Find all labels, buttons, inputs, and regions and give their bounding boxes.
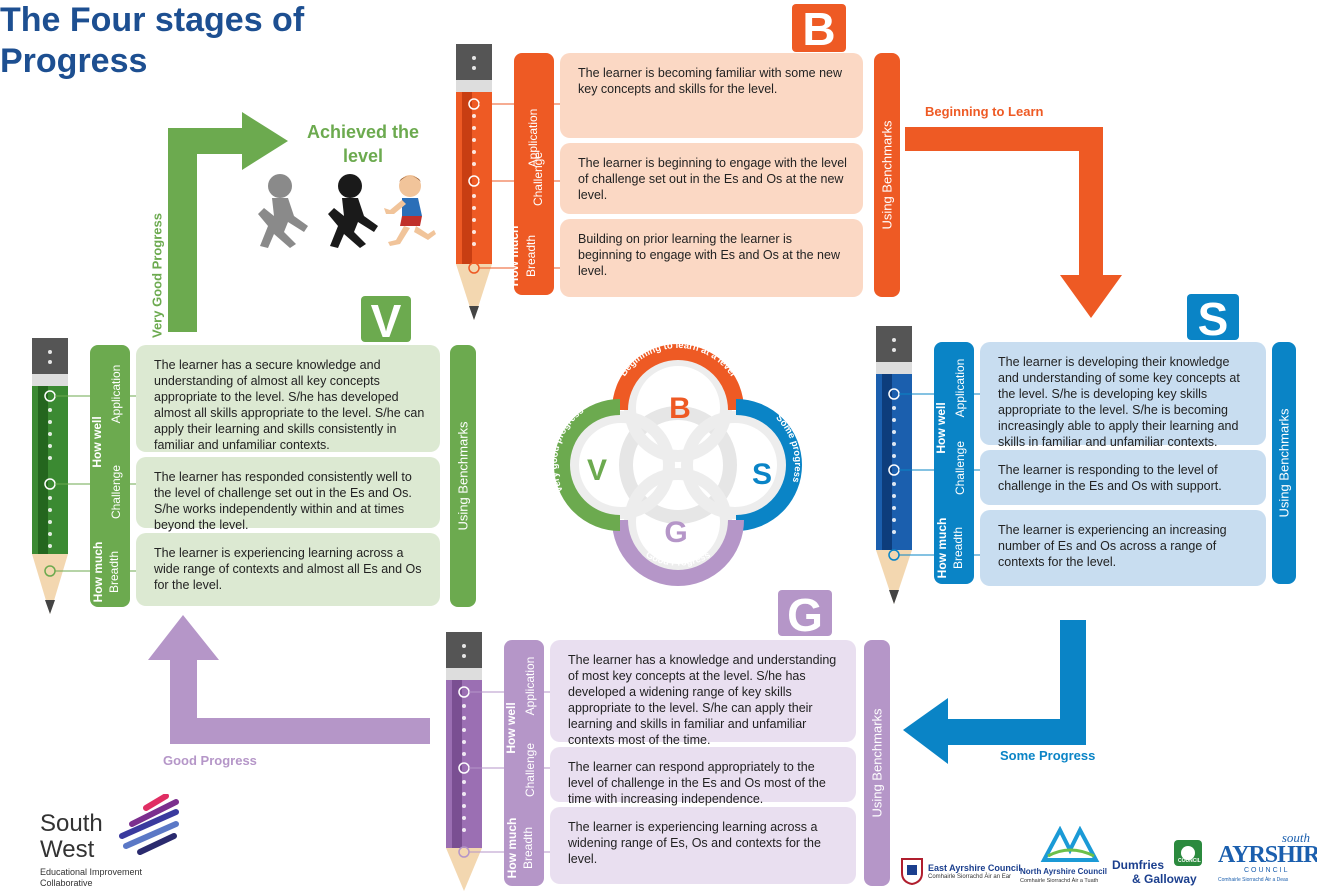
dg-text-3: COUNCIL <box>1178 858 1201 864</box>
pencil-v-icon <box>32 338 68 614</box>
runners-illustration <box>258 174 436 248</box>
dg-crest-icon <box>1174 840 1202 866</box>
east-ayrshire-logo: East Ayrshire Council Comhairle Siorrach… <box>900 855 1021 889</box>
wheel-arc-s <box>735 399 802 531</box>
s-application-box: The learner is developing their knowledg… <box>980 342 1266 449</box>
label-some-progress: Some Progress <box>1000 748 1096 763</box>
label-good-progress: Good Progress <box>163 753 257 768</box>
s-using-benchmarks: Using Benchmarks <box>1272 342 1296 584</box>
sa-text-1: south <box>1281 830 1310 845</box>
b-tab-column <box>514 53 554 295</box>
g-tab-column <box>504 640 544 886</box>
v-breadth-label: Breadth <box>107 550 121 594</box>
g-challenge-label: Challenge <box>523 742 537 798</box>
v-application-box: The learner has a secure knowledge and u… <box>136 345 440 452</box>
south-ayrshire-logo: south AYRSHIRE COUNCIL Comhairle Siorrac… <box>1214 830 1317 890</box>
b-breadth-box: Building on prior learning the learner i… <box>560 219 863 297</box>
runner-boy-icon <box>384 175 436 246</box>
wheel-letter-v: V <box>587 454 607 487</box>
na-text-2: Comhairle Siorrachd Àir a Tuath <box>1020 878 1099 884</box>
page-title: The Four stages of Progress <box>0 1 305 80</box>
b-breadth-label: Breadth <box>524 234 538 278</box>
label-beginning-to-learn: Beginning to Learn <box>925 104 1044 119</box>
sw-stripes-icon <box>119 794 179 855</box>
s-challenge-label: Challenge <box>953 440 967 496</box>
south-west-logo: South West Educational Improvement Colla… <box>40 794 220 890</box>
ea-text-1: East Ayrshire Council <box>928 863 1021 873</box>
g-challenge-box: The learner can respond appropriately to… <box>550 747 856 806</box>
v-challenge-label: Challenge <box>109 464 123 520</box>
wheel-letter-b: B <box>669 392 691 425</box>
sa-text-4: Comhairle Siorrachd Àir a Deas <box>1218 877 1289 883</box>
letter-badge-g: G <box>778 590 832 640</box>
dg-text-1: Dumfries <box>1112 858 1165 872</box>
pencil-b-icon <box>456 44 492 320</box>
b-challenge-label: Challenge <box>531 151 545 207</box>
wheel-arc-v <box>554 399 621 531</box>
sw-logo-line3: Educational Improvement <box>40 867 143 877</box>
dg-text-2: & Galloway <box>1132 872 1197 886</box>
v-tab-column <box>90 345 130 607</box>
b-using-benchmarks: Using Benchmarks <box>874 53 900 297</box>
runner-grey-icon <box>258 174 308 248</box>
g-breadth-label: Breadth <box>521 826 535 870</box>
letter-badge-b: B <box>792 4 846 54</box>
v-how-well-label: How well <box>90 416 104 468</box>
letter-badge-s: S <box>1187 294 1239 344</box>
wheel-letter-g: G <box>664 516 687 549</box>
na-text-1: North Ayrshire Council <box>1020 867 1107 876</box>
g-how-well-label: How well <box>504 702 518 754</box>
s-breadth-label: Breadth <box>951 526 965 570</box>
g-how-much-label: How much <box>505 817 519 879</box>
north-ayrshire-na-icon <box>1040 826 1100 862</box>
progress-wheel: Beginning to learn at a level Some progr… <box>549 340 803 586</box>
b-how-well-label: How well <box>502 112 516 164</box>
arrow-very-good-progress <box>168 112 288 332</box>
sw-logo-west: West <box>40 836 95 863</box>
achieved-the-level-text: Achieved the level <box>306 122 420 166</box>
b-challenge-box: The learner is beginning to engage with … <box>560 143 863 214</box>
wheel-letter-s: S <box>752 458 772 491</box>
arrow-some-progress <box>903 620 1086 764</box>
s-breadth-box: The learner is experiencing an increasin… <box>980 510 1266 586</box>
g-breadth-box: The learner is experiencing learning acr… <box>550 807 856 884</box>
arrow-beginning-to-learn <box>905 127 1122 318</box>
sa-text-3: COUNCIL <box>1244 867 1290 874</box>
s-tab-column <box>934 342 974 584</box>
wheel-ring-s <box>681 411 789 519</box>
g-application-box: The learner has a knowledge and understa… <box>550 640 856 747</box>
runner-black-icon <box>328 174 378 248</box>
v-breadth-box: The learner is experiencing learning acr… <box>136 533 440 606</box>
wheel-ring-v <box>567 411 675 519</box>
v-challenge-box: The learner has responded consistently w… <box>136 457 440 532</box>
ea-text-2: Comhairle Siorrachd Àir an Ear <box>928 874 1012 880</box>
north-ayrshire-logo: North Ayrshire Council Comhairle Siorrac… <box>1020 826 1120 888</box>
v-how-much-label: How much <box>91 541 105 603</box>
arrow-good-progress <box>148 615 430 744</box>
wheel-arc-b <box>612 344 744 411</box>
letter-badge-v: V <box>361 296 411 346</box>
s-how-well-label: How well <box>934 402 948 454</box>
sw-logo-line4: Collaborative <box>40 878 93 888</box>
s-how-much-label: How much <box>935 517 949 579</box>
dumfries-galloway-logo: COUNCIL Dumfries & Galloway <box>1112 838 1207 888</box>
s-challenge-box: The learner is responding to the level o… <box>980 450 1266 505</box>
v-using-benchmarks: Using Benchmarks <box>450 345 476 607</box>
sa-text-2: AYRSHIRE <box>1218 842 1317 868</box>
g-using-benchmarks: Using Benchmarks <box>864 640 890 886</box>
wheel-arc-g <box>612 519 744 586</box>
b-application-box: The learner is becoming familiar with so… <box>560 53 863 138</box>
sw-logo-south: South <box>40 810 103 837</box>
east-ayrshire-crest-icon <box>901 858 923 885</box>
b-how-much-label: How much <box>507 225 521 287</box>
